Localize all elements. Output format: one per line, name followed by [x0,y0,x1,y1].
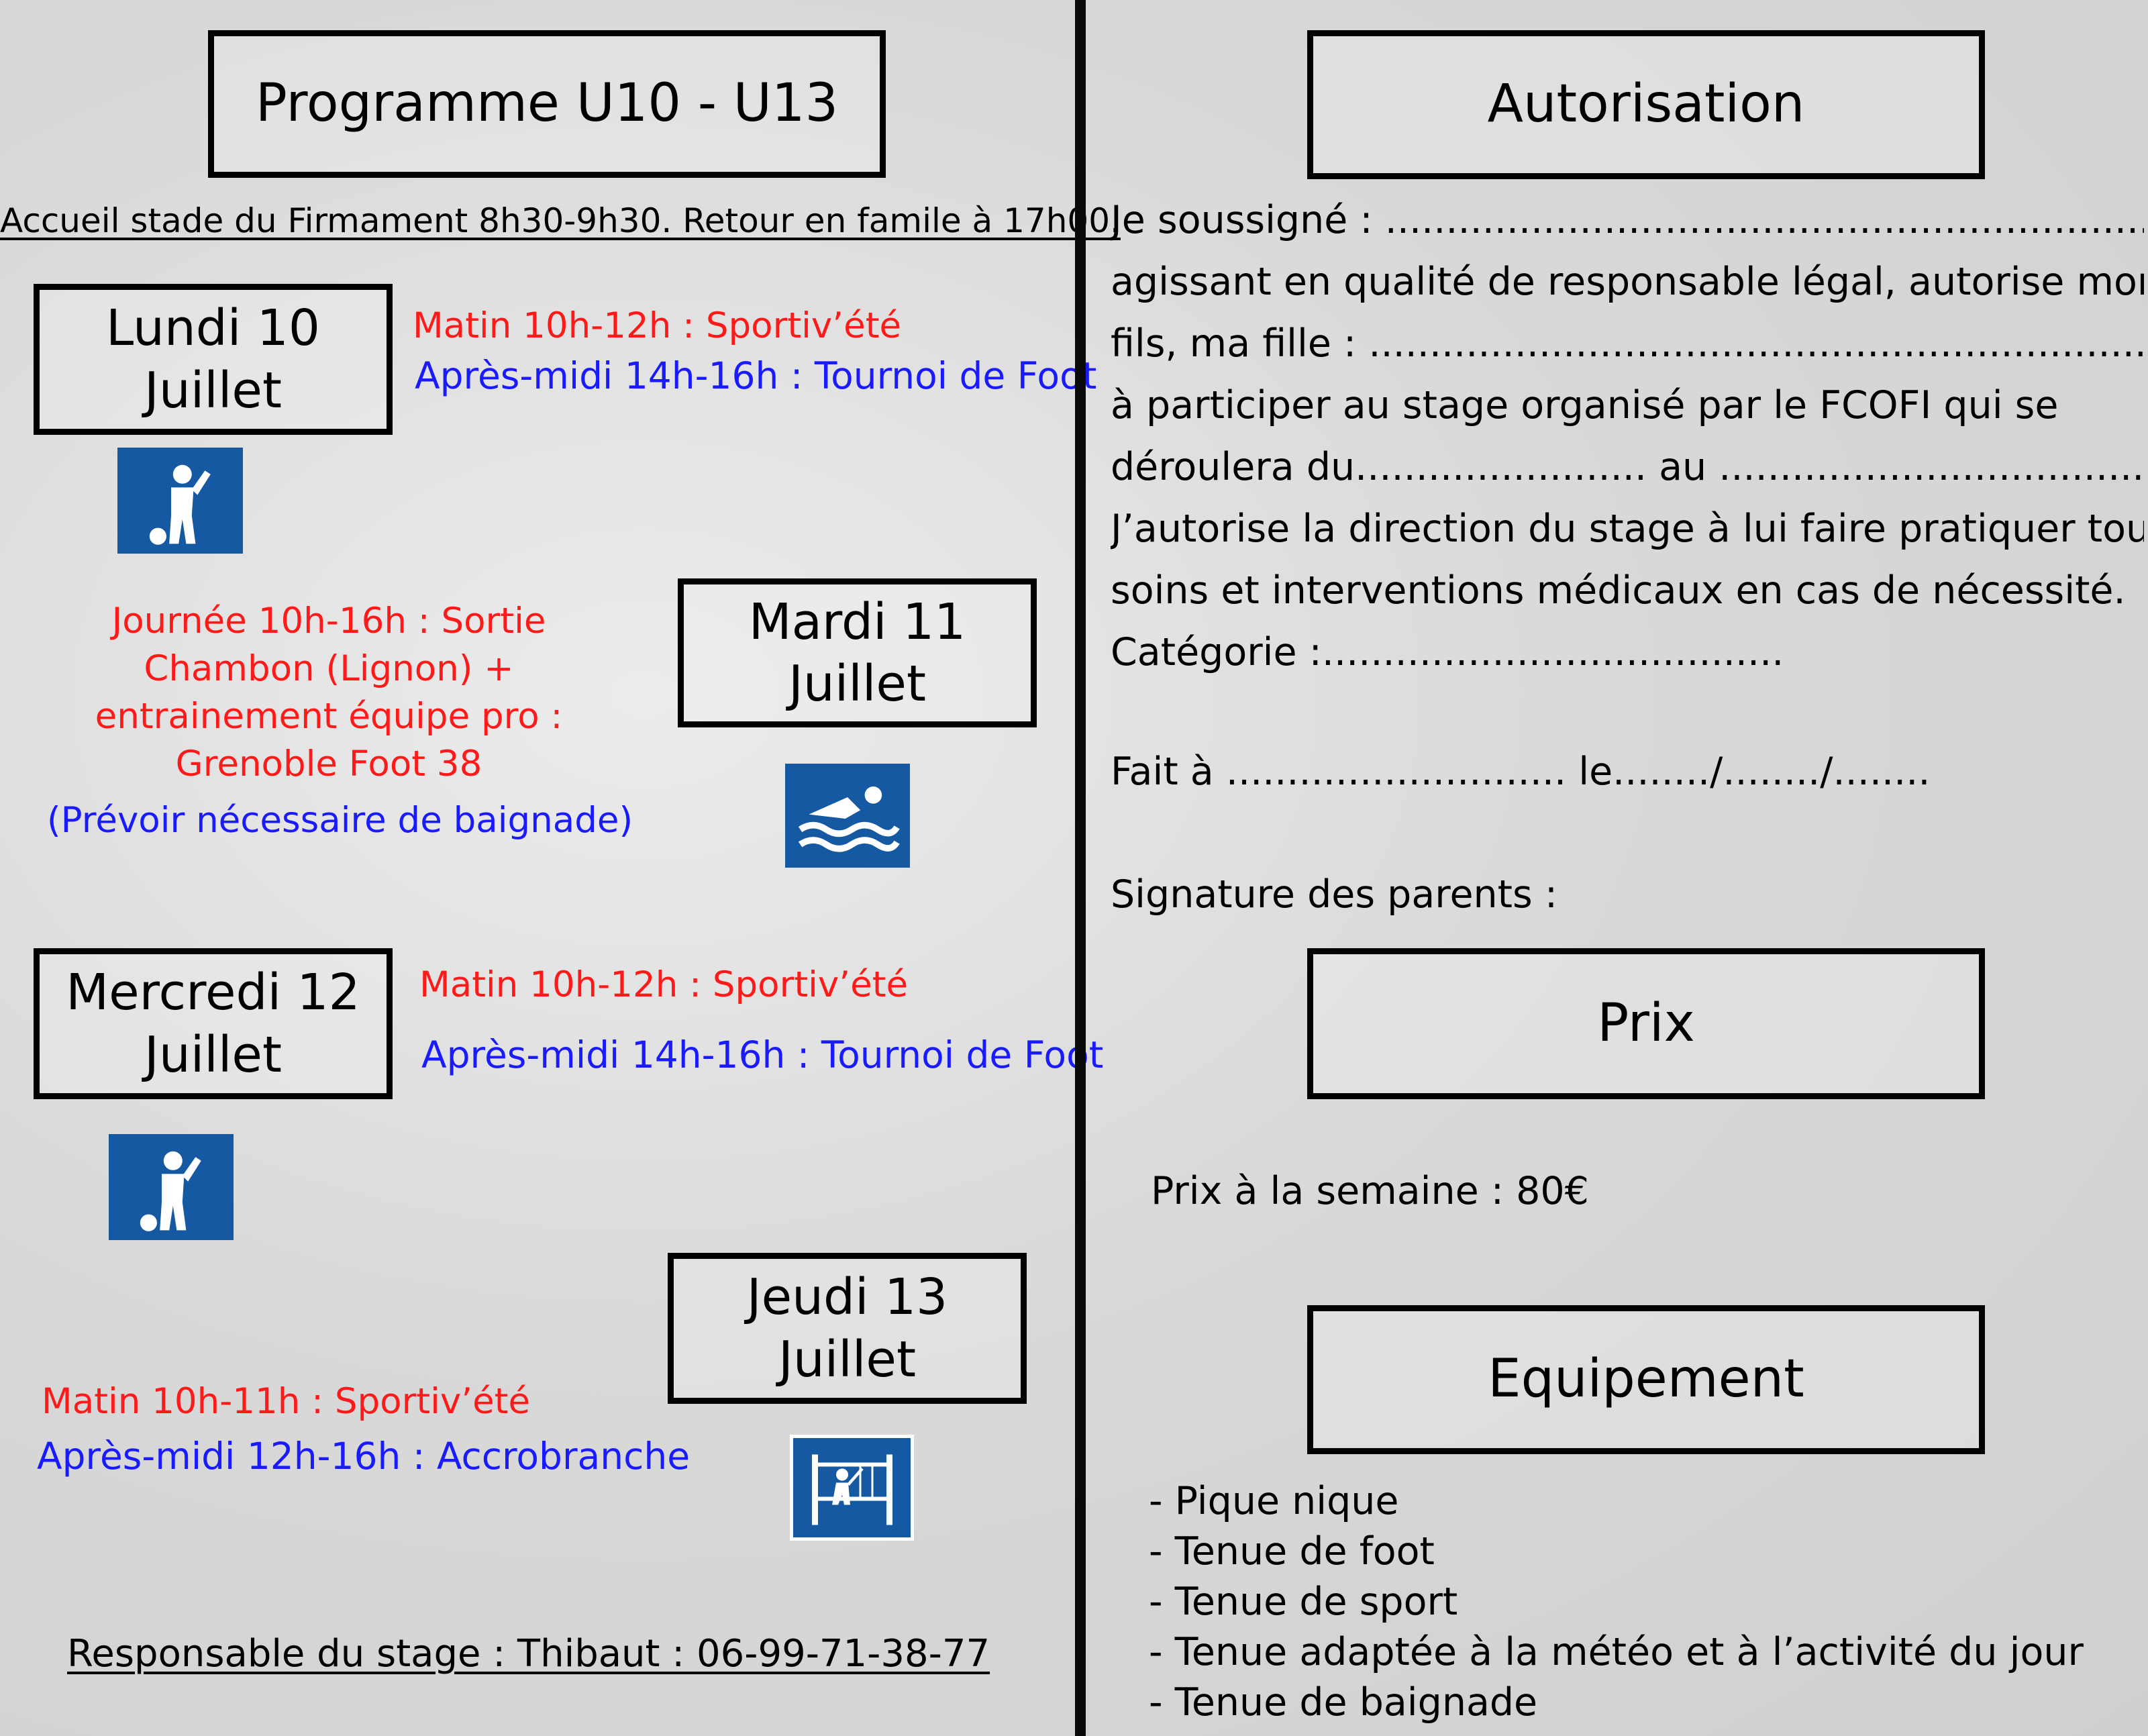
form-line: fils, ma fille : .......................… [1111,321,2144,366]
day-box-wednesday: Mercredi 12 Juillet [34,948,393,1099]
authorization-form: Je soussigné : .........................… [1111,189,2144,683]
authorization-title-box: Autorisation [1307,30,1985,179]
form-line: Je soussigné : .........................… [1111,198,2144,242]
wednesday-afternoon: Après-midi 14h-16h : Tournoi de Foot [421,1033,1104,1076]
form-line: Catégorie :.............................… [1111,630,1784,674]
month-label: Juillet [778,1330,916,1388]
equipment-list: - Pique nique - Tenue de foot - Tenue de… [1149,1476,2084,1728]
tuesday-line: entrainement équipe pro : [95,696,563,737]
price-title: Prix [1597,992,1695,1054]
monday-morning: Matin 10h-12h : Sportiv’été [413,305,902,346]
fait-a-line: Fait à ............................ le..… [1111,750,1931,794]
wednesday-morning: Matin 10h-12h : Sportiv’été [419,964,909,1005]
thursday-morning: Matin 10h-11h : Sportiv’été [42,1381,531,1422]
month-label: Juillet [144,1025,282,1084]
equipment-title: Equipement [1488,1349,1804,1410]
day-label: Mercredi 12 [66,964,360,1021]
program-title-box: Programme U10 - U13 [208,30,886,178]
equipment-title-box: Equipement [1307,1305,1985,1454]
day-box-tuesday: Mardi 11 Juillet [678,578,1037,727]
equipment-item: - Pique nique [1149,1479,1399,1523]
thursday-afternoon: Après-midi 12h-16h : Accrobranche [37,1435,691,1478]
equipment-item: - Tenue de sport [1149,1580,1458,1624]
tuesday-note: (Prévoir nécessaire de baignade) [47,800,633,841]
equipment-item: - Tenue adaptée à la météo et à l’activi… [1149,1630,2084,1674]
tuesday-line: Grenoble Foot 38 [175,744,482,784]
form-line: à participer au stage organisé par le FC… [1111,383,2059,427]
tuesday-line: Chambon (Lignon) + [144,648,514,689]
equipment-item: - Tenue de foot [1149,1529,1435,1574]
price-text: Prix à la semaine : 80€ [1151,1169,1589,1213]
tuesday-line: Journée 10h-16h : Sortie [111,601,546,642]
day-label: Mardi 11 [748,593,966,651]
equipment-item: - Tenue de baignade [1149,1680,1538,1725]
program-title: Programme U10 - U13 [255,73,839,134]
day-label: Lundi 10 [106,299,320,357]
price-title-box: Prix [1307,948,1985,1099]
welcome-text: Accueil stade du Firmament 8h30-9h30. Re… [0,201,1121,240]
authorization-title: Autorisation [1487,74,1805,135]
form-line: déroulera du........................ au … [1111,445,2144,489]
day-box-monday: Lundi 10 Juillet [34,284,393,435]
ball-player-icon [117,448,243,554]
form-line: agissant en qualité de responsable légal… [1111,260,2144,304]
ball-player-icon [109,1134,234,1240]
tuesday-program: Journée 10h-16h : Sortie Chambon (Lignon… [27,597,631,788]
form-line: J’autorise la direction du stage à lui f… [1111,507,2144,551]
monday-afternoon: Après-midi 14h-16h : Tournoi de Foot [415,354,1097,397]
day-box-thursday: Jeudi 13 Juillet [668,1253,1027,1404]
column-divider [1075,0,1086,1736]
month-label: Juillet [144,361,282,419]
treetop-adventure-icon [790,1435,914,1541]
signature-label: Signature des parents : [1111,872,1558,917]
month-label: Juillet [788,655,926,713]
responsible-contact: Responsable du stage : Thibaut : 06-99-7… [67,1632,990,1676]
swimming-icon [785,764,910,868]
form-line: soins et interventions médicaux en cas d… [1111,568,2126,613]
day-label: Jeudi 13 [746,1268,948,1326]
